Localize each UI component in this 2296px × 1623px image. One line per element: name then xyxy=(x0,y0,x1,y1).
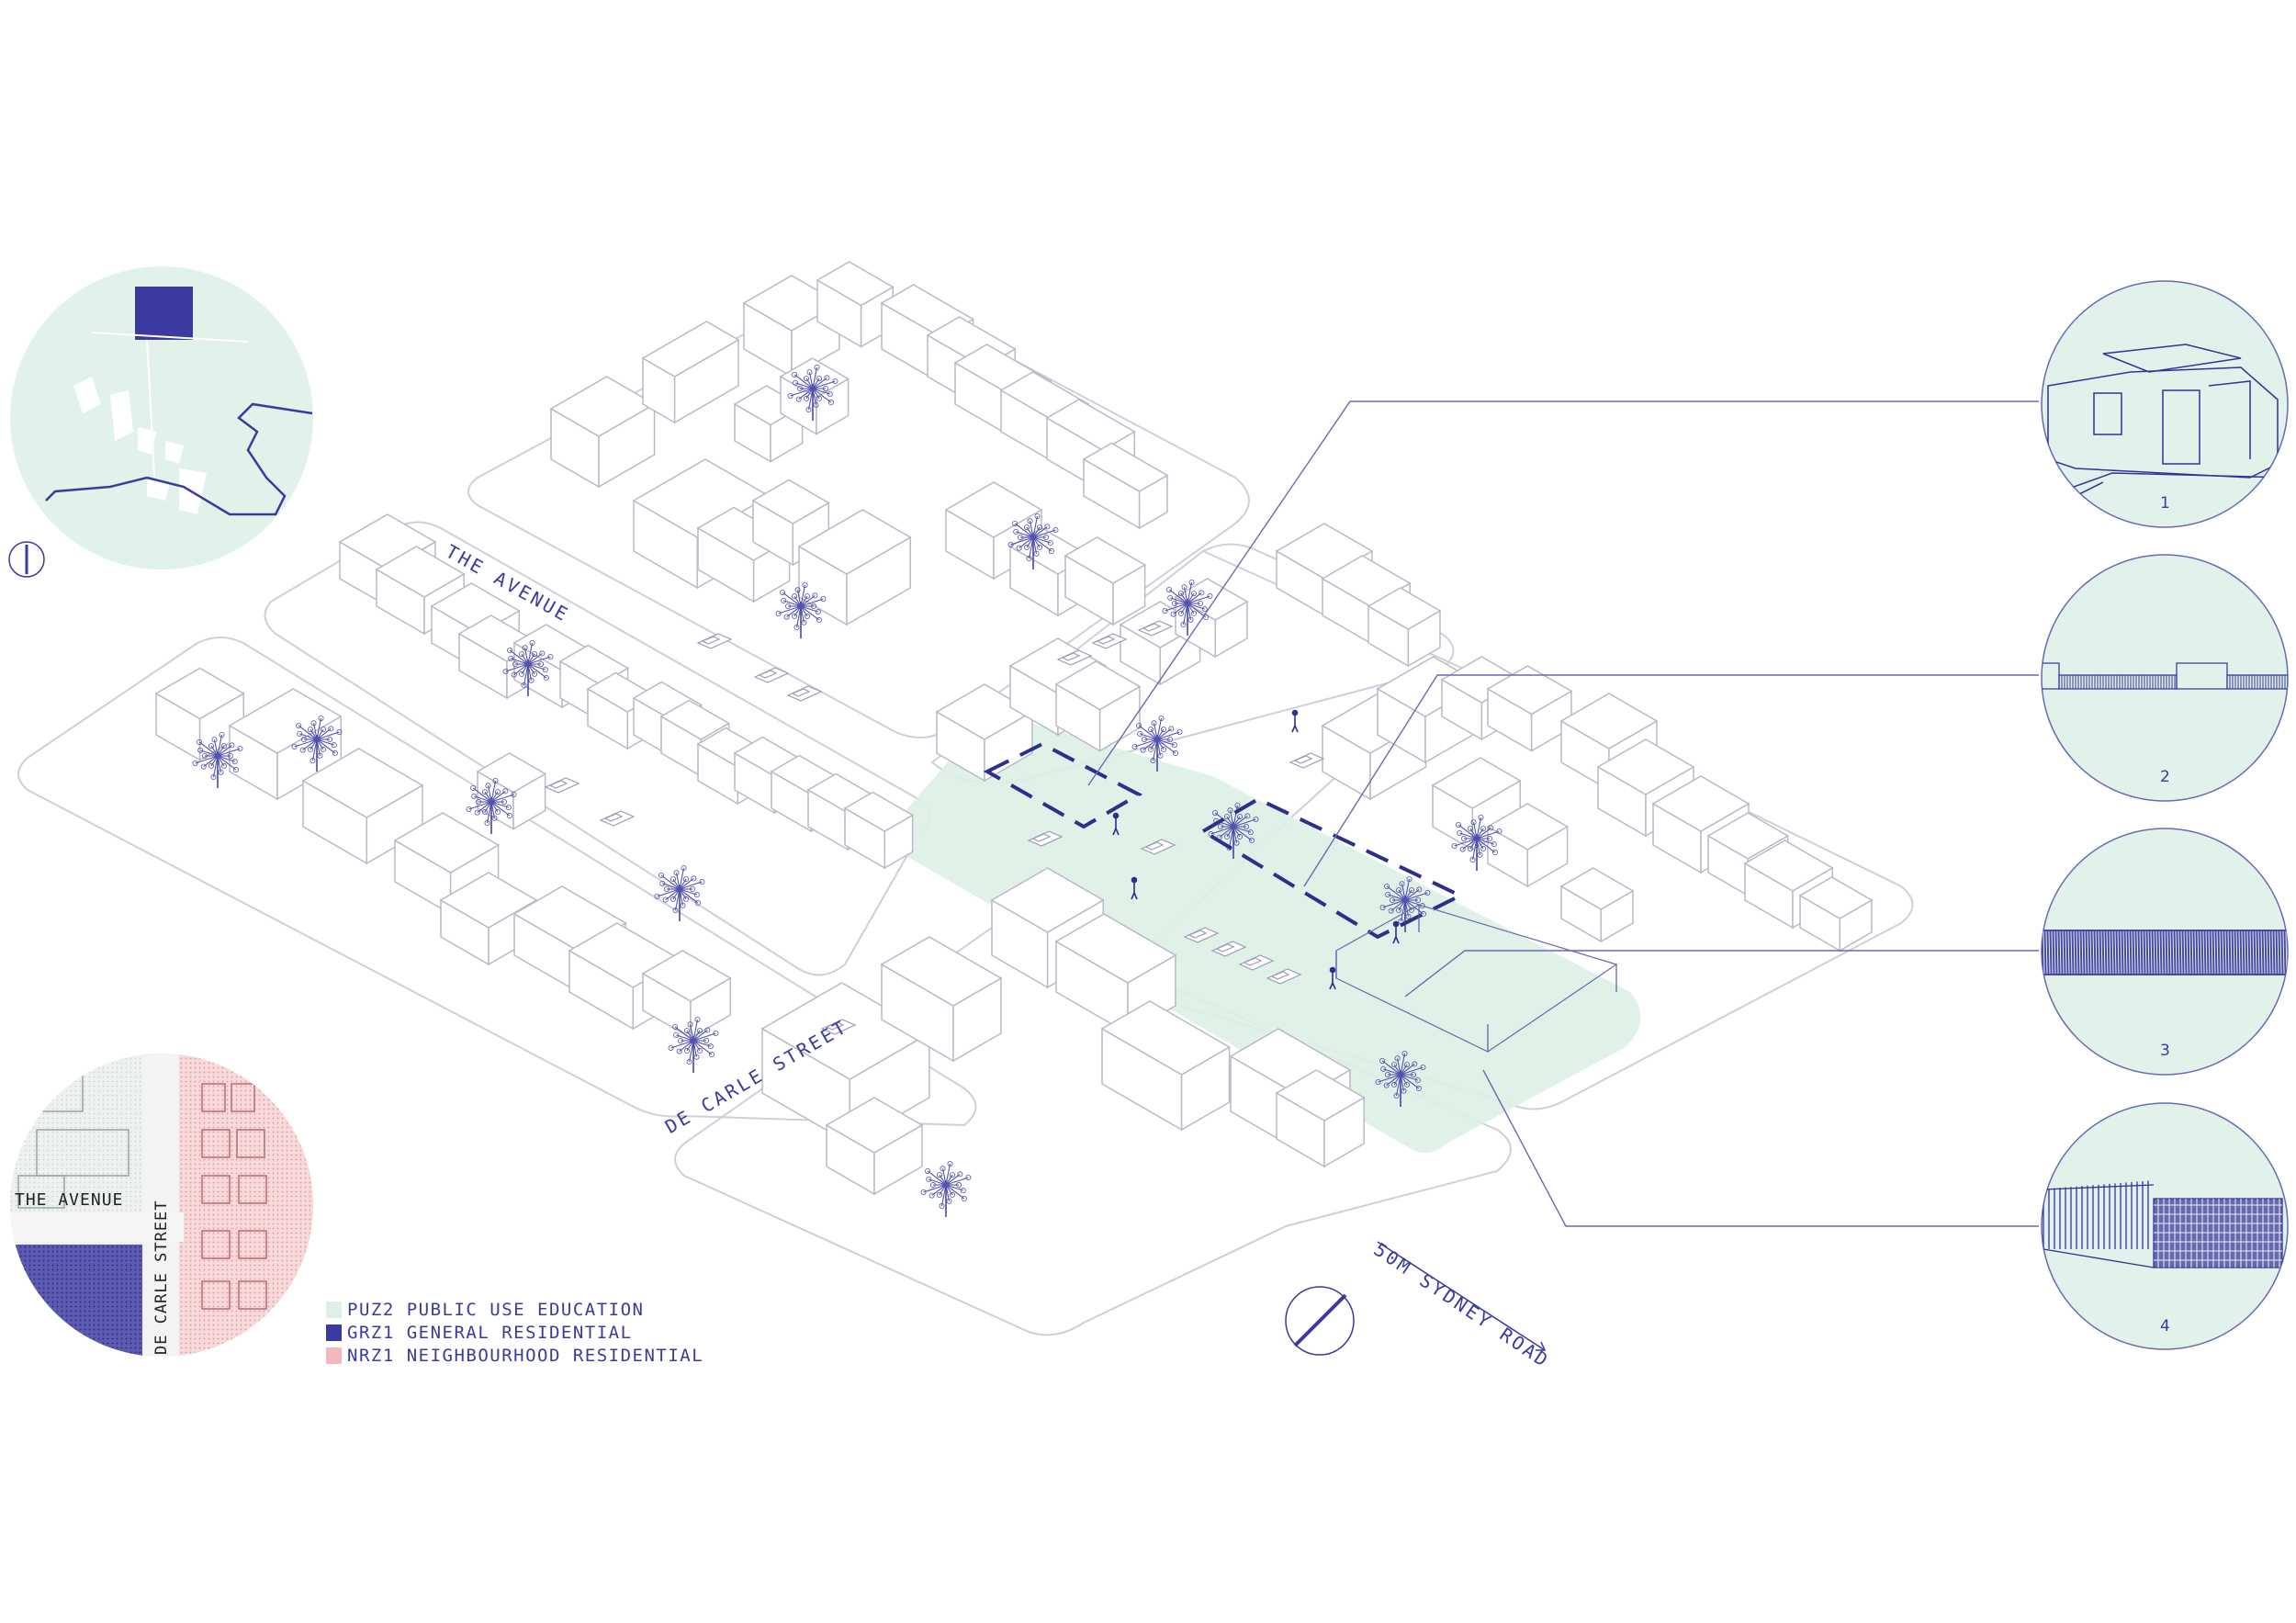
car-icon xyxy=(786,685,823,702)
car-icon xyxy=(1266,968,1302,985)
leader-3 xyxy=(1404,950,2039,997)
block-south-west xyxy=(17,637,977,1127)
pedestrian-icon xyxy=(1329,966,1336,990)
building xyxy=(1082,442,1169,530)
car-icon xyxy=(1137,620,1174,637)
callout-circle-1 xyxy=(2041,280,2289,528)
north-arrow-icon xyxy=(1285,1286,1355,1356)
car-icon xyxy=(1027,830,1064,847)
north-arrow-icon xyxy=(8,541,45,578)
tree-icon xyxy=(1451,814,1503,871)
building xyxy=(641,950,732,1040)
car-icon xyxy=(696,633,733,649)
tree-icon xyxy=(654,864,705,921)
car-icon xyxy=(1056,649,1093,666)
building xyxy=(393,812,501,916)
building xyxy=(641,321,740,424)
building xyxy=(880,936,1003,1063)
legend-label: PUZ2 PUBLIC USE EDUCATION xyxy=(347,1299,645,1320)
legend-item-puz2: PUZ2 PUBLIC USE EDUCATION xyxy=(326,1298,703,1321)
legend: PUZ2 PUBLIC USE EDUCATION GRZ1 GENERAL R… xyxy=(326,1298,703,1367)
building xyxy=(549,376,657,489)
leader-1 xyxy=(1087,400,2039,786)
legend-swatch-puz2 xyxy=(326,1301,342,1318)
trees xyxy=(192,364,1503,1217)
site-outline-2 xyxy=(1199,796,1465,940)
building xyxy=(1275,1069,1366,1168)
building xyxy=(1559,867,1635,943)
car-icon xyxy=(820,1019,857,1035)
cars xyxy=(544,620,1325,1035)
site-markers xyxy=(983,741,1465,940)
building xyxy=(797,509,912,626)
tree-icon xyxy=(1379,875,1431,932)
pedestrian-icon xyxy=(1112,812,1120,836)
callout-number-2: 2 xyxy=(2160,768,2170,786)
car-icon xyxy=(599,810,636,827)
tree-icon xyxy=(668,1016,719,1073)
legend-swatch-nrz1 xyxy=(326,1347,342,1364)
building xyxy=(1064,536,1147,626)
tree-icon xyxy=(502,639,554,696)
tree-icon xyxy=(775,581,827,638)
tree-icon xyxy=(920,1160,972,1217)
tree-icon xyxy=(787,364,838,421)
callout-leaders xyxy=(1087,400,2039,1227)
car-icon xyxy=(1183,927,1220,943)
leader-4 xyxy=(1482,1069,2039,1227)
pedestrian-icon xyxy=(1131,876,1138,900)
legend-item-grz1: GRZ1 GENERAL RESIDENTIAL xyxy=(326,1321,703,1344)
school-fence xyxy=(1335,904,1618,1053)
buildings xyxy=(154,261,1874,1196)
car-icon xyxy=(753,667,790,683)
callout-number-4: 4 xyxy=(2160,1317,2170,1336)
callout-number-1: 1 xyxy=(2160,494,2170,513)
tree-icon xyxy=(1007,513,1059,569)
site-outline-1 xyxy=(983,741,1143,829)
zoning-map-label-the-avenue: THE AVENUE xyxy=(15,1190,124,1210)
callout-circle-2 xyxy=(2041,554,2289,802)
legend-label: GRZ1 GENERAL RESIDENTIAL xyxy=(347,1322,633,1343)
building xyxy=(1486,665,1573,752)
building xyxy=(935,683,1034,783)
zoning-map-label-de-carle-street: DE CARLE STREET xyxy=(152,1200,171,1355)
building xyxy=(301,748,424,865)
legend-label: NRZ1 NEIGHBOURHOOD RESIDENTIAL xyxy=(347,1345,704,1366)
car-icon xyxy=(1289,752,1325,769)
pedestrian-icon xyxy=(1392,920,1400,944)
tree-icon xyxy=(1162,579,1213,636)
site-location-marker xyxy=(135,287,193,340)
car-icon xyxy=(1210,941,1247,957)
legend-swatch-grz1 xyxy=(326,1324,342,1341)
building xyxy=(843,791,915,870)
car-icon xyxy=(1091,633,1128,649)
tree-icon xyxy=(1131,715,1183,772)
sydney-road-arrow xyxy=(1377,1241,1547,1351)
building xyxy=(825,1097,924,1196)
building xyxy=(1054,660,1142,752)
building xyxy=(1798,876,1874,952)
callout-circle-3 xyxy=(2041,828,2289,1076)
location-map xyxy=(8,266,313,578)
car-icon xyxy=(1238,954,1275,971)
building xyxy=(1367,587,1442,668)
tree-icon xyxy=(291,715,343,772)
tree-icon xyxy=(466,777,517,834)
car-icon xyxy=(1140,839,1176,855)
pedestrian-icon xyxy=(1291,709,1299,733)
callout-circle-4 xyxy=(2041,1102,2289,1350)
tree-icon xyxy=(192,731,243,788)
tree-icon xyxy=(1208,802,1259,859)
callout-number-3: 3 xyxy=(2160,1042,2170,1060)
leader-2 xyxy=(1303,674,2039,887)
building xyxy=(1100,1000,1232,1132)
tree-icon xyxy=(1375,1050,1426,1107)
car-icon xyxy=(544,777,580,794)
legend-item-nrz1: NRZ1 NEIGHBOURHOOD RESIDENTIAL xyxy=(326,1344,703,1367)
